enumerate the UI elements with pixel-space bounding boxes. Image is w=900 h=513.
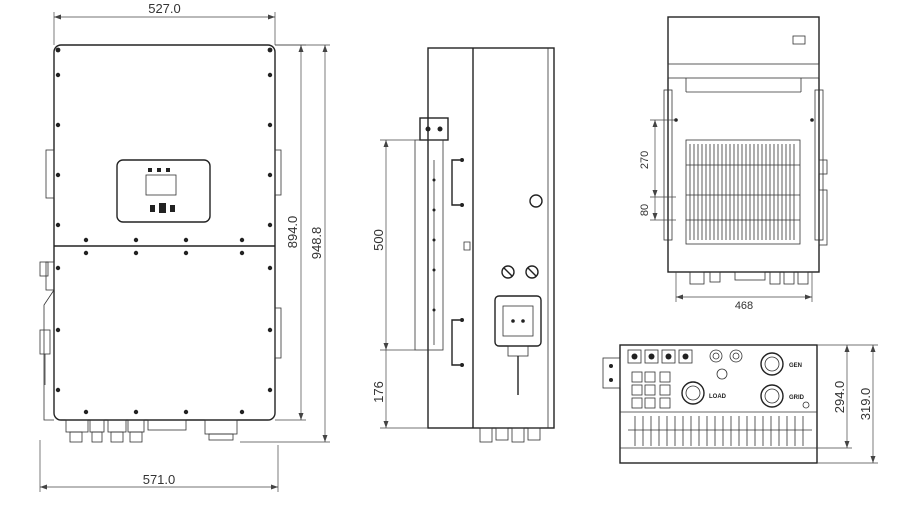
side-handle-lower bbox=[451, 319, 460, 366]
front-body bbox=[53, 44, 276, 421]
label-bracket-height: 500 bbox=[371, 229, 386, 251]
label-height-inner: 894.0 bbox=[285, 216, 300, 249]
dim-bottom-depth-inner bbox=[817, 344, 852, 449]
dim-width-top bbox=[53, 12, 276, 45]
display-panel bbox=[116, 159, 211, 223]
side-breaker-box bbox=[494, 295, 542, 347]
heatsink-fins bbox=[685, 139, 801, 245]
label-back-upper: 270 bbox=[639, 151, 651, 169]
port-label-load: LOAD bbox=[709, 394, 727, 400]
label-width-top: 527.0 bbox=[148, 1, 181, 16]
front-screws bbox=[55, 47, 273, 415]
side-view: 500 176 bbox=[371, 47, 555, 443]
side-body bbox=[427, 47, 555, 429]
label-back-width: 468 bbox=[735, 300, 753, 312]
port-label-grid: GRID bbox=[789, 395, 805, 401]
mounting-bracket bbox=[419, 117, 449, 141]
dim-back-upper bbox=[650, 119, 676, 198]
bottom-view: LOAD GEN GRID 294.0 bbox=[602, 344, 878, 464]
bottom-heatsink bbox=[628, 416, 812, 446]
dim-height-outer bbox=[240, 44, 330, 443]
dim-back-width bbox=[675, 272, 813, 302]
label-bottom-offset: 176 bbox=[371, 381, 386, 403]
label-back-lower: 80 bbox=[639, 204, 651, 216]
back-view: 270 80 468 bbox=[639, 16, 828, 312]
dim-bottom-depth-outer bbox=[817, 344, 878, 464]
front-side-handle bbox=[39, 261, 49, 277]
back-body bbox=[667, 16, 820, 273]
label-depth-outer: 319.0 bbox=[858, 388, 873, 421]
label-width-bottom: 571.0 bbox=[143, 472, 176, 487]
dim-width-bottom bbox=[39, 440, 279, 492]
bottom-body bbox=[619, 344, 818, 464]
side-handle-upper bbox=[451, 159, 460, 206]
front-bottom-connectors bbox=[65, 419, 238, 443]
label-depth-inner: 294.0 bbox=[832, 381, 847, 414]
front-view: 527.0 571.0 894.0 948.8 bbox=[39, 1, 330, 492]
dim-back-lower bbox=[650, 197, 676, 221]
dim-bottom-offset bbox=[380, 350, 428, 429]
label-height-outer: 948.8 bbox=[309, 227, 324, 260]
port-label-gen: GEN bbox=[789, 363, 802, 369]
